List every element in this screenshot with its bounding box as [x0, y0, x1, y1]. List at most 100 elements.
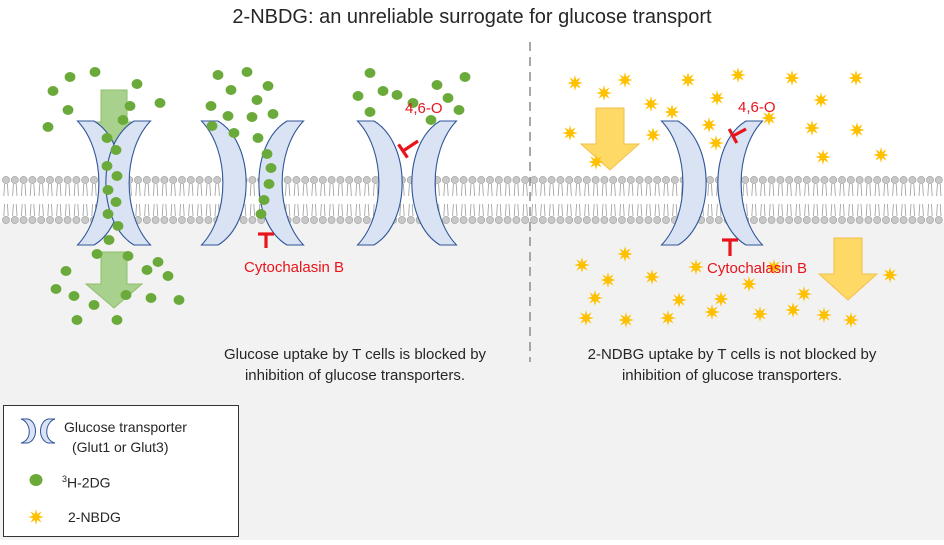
- lipid-head: [503, 176, 512, 184]
- lipid-tail: [135, 203, 141, 217]
- legend: Glucose transporter (Glut1 or Glut3) 3H-…: [3, 405, 239, 537]
- h2dg-molecule: [262, 81, 274, 91]
- lipid-head: [618, 176, 626, 184]
- lipid-head: [776, 216, 785, 224]
- h2dg-molecule: [50, 284, 62, 294]
- lipid-tail: [548, 203, 555, 217]
- lipid-tail: [768, 203, 775, 217]
- lipid-head: [336, 176, 345, 184]
- lipid-head: [63, 176, 72, 184]
- lipid-head: [2, 216, 10, 224]
- lipid-head: [54, 216, 63, 224]
- nbdg-star: [643, 96, 659, 112]
- h2dg-molecule: [453, 105, 465, 115]
- lipid-tail: [839, 203, 845, 217]
- nbdg-star: [761, 110, 777, 126]
- nbdg-star: [680, 72, 696, 88]
- lipid-tail: [452, 203, 458, 217]
- legend-h2dg-label: H-2DG: [67, 474, 111, 491]
- lipid-head: [820, 176, 829, 184]
- lipid-tail: [812, 203, 819, 217]
- right-caption-line2: inhibition of glucose transporters.: [621, 367, 843, 384]
- lipid-tail: [584, 203, 590, 217]
- lipid-tail: [830, 183, 836, 197]
- h2dg-molecule: [91, 249, 103, 259]
- lipid-bilayer: [2, 176, 943, 224]
- nbdg-star: [618, 312, 634, 328]
- lipid-tail: [478, 203, 484, 217]
- lipid-head: [450, 176, 459, 184]
- lipid-tail: [504, 203, 511, 217]
- h2dg-molecule: [391, 90, 403, 100]
- lipid-head: [530, 176, 538, 184]
- lipid-head: [908, 176, 917, 184]
- lipid-head: [494, 216, 503, 224]
- lipid-head: [318, 176, 327, 184]
- lipid-head: [846, 176, 855, 184]
- lipid-tail: [830, 203, 836, 217]
- lipid-tail: [575, 183, 581, 197]
- lipid-head: [618, 216, 626, 224]
- nbdg-molecules: [562, 67, 898, 328]
- lipid-tail: [320, 203, 326, 217]
- h2dg-molecule: [62, 105, 74, 115]
- lipid-head: [846, 216, 855, 224]
- lipid-tail: [443, 183, 449, 197]
- nbdg-star: [587, 290, 603, 306]
- lipid-tail: [909, 183, 916, 197]
- h2dg-molecule: [459, 72, 471, 82]
- nbdg-star: [617, 246, 633, 262]
- lipid-tail: [496, 203, 502, 217]
- h2dg-molecule: [431, 80, 443, 90]
- lipid-tail: [601, 203, 608, 217]
- lipid-head: [292, 176, 301, 184]
- diagram-title: 2-NBDG: an unreliable surrogate for gluc…: [232, 6, 712, 28]
- lipid-tail: [892, 203, 898, 217]
- h2dg-molecule: [252, 133, 264, 143]
- lipid-tail: [20, 203, 27, 217]
- lipid-head: [371, 176, 380, 184]
- lipid-head: [186, 176, 195, 184]
- lipid-head: [785, 216, 794, 224]
- green-dot-icon: [29, 474, 43, 486]
- transporter-icon: [20, 418, 56, 444]
- lipid-head: [169, 176, 178, 184]
- lipid-tail: [777, 203, 784, 217]
- lipid-head: [521, 216, 530, 224]
- lipid-head: [486, 216, 494, 224]
- lipid-head: [204, 216, 213, 224]
- inhibitor-line: [402, 139, 419, 153]
- lipid-head: [565, 176, 574, 184]
- lipid-head: [626, 216, 635, 224]
- lipid-tail: [874, 183, 880, 197]
- lipid-head: [917, 176, 926, 184]
- nbdg-star: [645, 127, 661, 143]
- lipid-tail: [592, 183, 599, 197]
- lipid-head: [547, 176, 556, 184]
- lipid-tail: [38, 203, 44, 217]
- lipid-tail: [337, 183, 344, 197]
- lipid-tail: [874, 203, 880, 217]
- nbdg-star: [709, 90, 725, 106]
- lipid-tail: [839, 183, 845, 197]
- lipid-head: [706, 216, 714, 224]
- lipid-tail: [821, 183, 828, 197]
- nbdg-star: [882, 267, 898, 283]
- left-cytochalasin-label: Cytochalasin B: [244, 259, 345, 276]
- lipid-head: [477, 216, 486, 224]
- lipid-head: [486, 176, 494, 184]
- lipid-tail: [293, 203, 300, 217]
- lipid-head: [547, 216, 556, 224]
- h2dg-molecule: [212, 70, 224, 80]
- lipid-tail: [566, 183, 572, 197]
- lipid-head: [838, 216, 846, 224]
- h2dg-molecule: [173, 295, 185, 305]
- lipid-head: [151, 216, 160, 224]
- h2dg-molecule: [47, 86, 59, 96]
- lipid-head: [882, 176, 890, 184]
- lipid-tail: [135, 183, 141, 197]
- lipid-tail: [636, 203, 643, 217]
- h2dg-molecule: [117, 115, 129, 125]
- lipid-tail: [663, 183, 669, 197]
- nbdg-star: [708, 135, 724, 151]
